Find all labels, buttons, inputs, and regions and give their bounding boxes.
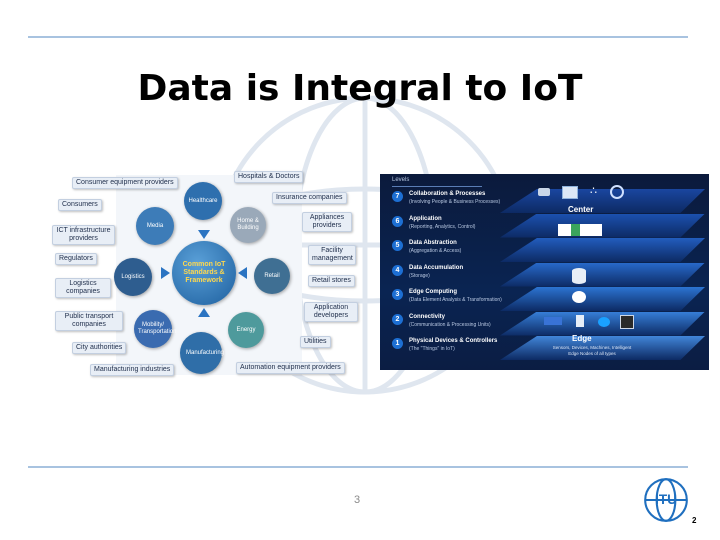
layer-row: 2 Connectivity(Communication & Processing… [380,313,709,336]
layer-row: 7 Collaboration & Processes (Involving Peo… [380,191,709,213]
database-icon [572,268,586,284]
layer-subtitle: (Storage) [409,272,430,279]
device-icon [544,317,562,325]
levels-header: Levels [392,177,410,183]
stakeholder-logistics-companies: Logistics companies [55,278,111,298]
layer-title: Collaboration & Processes [409,191,486,197]
domain-home-building: Home & Building [230,207,266,243]
arrow-icon [198,308,210,317]
layer-number: 5 [392,240,403,251]
layer-number: 2 [392,313,403,325]
layer-subtitle: (Aggregation & Access) [409,248,462,254]
layer-slab [500,262,705,287]
layer-number: 1 [392,338,403,349]
layer-title: Application [409,215,442,222]
stakeholder-public-transport-companies: Public transport companies [55,311,123,331]
stakeholder-regulators: Regulators [55,253,97,265]
layer-row: 3 Edge Computing (Data Element Analysis & … [380,289,709,311]
monitor-icon [562,186,578,199]
itu-logo-icon: ITU [644,478,688,522]
layer-title: Data Abstraction [409,240,457,246]
chart-icon [558,224,602,236]
stakeholder-appliances-providers: Appliances providers [302,212,352,232]
layer-number: 7 [392,191,403,202]
layer-title: Physical Devices & Controllers [409,338,498,344]
layer-slab [500,213,705,238]
domain-healthcare: Healthcare [184,182,222,220]
stakeholder-retail-stores: Retail stores [308,275,355,287]
stakeholder-insurance-companies: Insurance companies [272,192,347,204]
camera-icon [538,188,550,196]
stakeholder-manufacturing-industries: Manufacturing industries [90,364,175,376]
bottom-divider [28,466,688,468]
iot-ecosystem-diagram: Consumer equipment providers Hospitals &… [50,170,368,380]
arrow-icon [161,267,170,279]
layer-subtitle: (Data Element Analysis & Transformation) [409,297,502,303]
domain-media: Media [136,207,174,245]
slide-title: Data is Integral to IoT [137,68,583,109]
stakeholder-utilities: Utilities [300,336,331,348]
stakeholder-consumers: Consumers [58,199,102,211]
layer-subtitle: (Communication & Processing Units) [409,321,491,328]
iot-reference-model-diagram: Levels Center Edge Sensors, Devices, Mac… [380,174,709,370]
svg-text:ITU: ITU [655,492,677,507]
arrow-icon [198,230,210,239]
ipad-icon [620,315,634,329]
edge-sublabel: Sensors, Devices, Machines, Intelligent … [552,345,632,356]
layer-number: 3 [392,289,403,300]
layer-subtitle: (Reporting, Analytics, Control) [409,223,476,230]
slide-number: 2 [692,516,697,525]
stakeholder-city-authorities: City authorities [72,342,127,354]
domain-logistics: Logistics [114,258,152,296]
layer-number: 6 [392,215,403,227]
layer-row: 4 Data Accumulation(Storage) [380,264,709,287]
layer-slab [500,189,705,213]
top-divider [28,36,688,38]
layer-slab [500,336,705,360]
stakeholder-consumer-equipment-providers: Consumer equipment providers [72,177,178,189]
domain-retail: Retail [254,258,290,294]
stakeholder-application-developers: Application developers [304,302,358,322]
hub-common-iot-standards: Common IoT Standards & Framework [172,241,236,305]
layer-title: Connectivity [409,313,446,320]
domain-energy: Energy [228,312,264,348]
layer-number: 4 [392,264,403,276]
sensor-icon [576,315,584,327]
cloud-icon [572,291,586,303]
stakeholder-automation-equipment-providers: Automation equipment providers [236,362,345,374]
layer-slab [500,238,705,262]
layer-slab [500,287,705,311]
domain-manufacturing: Manufacturing [180,332,224,374]
layer-title: Data Accumulation [409,264,464,271]
layer-row: 1 Physical Devices & Controllers (The "Thi… [380,338,709,360]
domain-mobility-transportation: Mobility/ Transportation [134,310,176,348]
page-number: 3 [354,494,361,506]
layer-subtitle: (The "Things" in IoT) [409,346,455,352]
header-rule [392,186,482,187]
layer-row: 5 Data Abstraction (Aggregation & Access) [380,240,709,262]
router-icon [598,317,610,327]
arrow-icon [238,267,247,279]
stakeholder-ict-infrastructure-providers: ICT infrastructure providers [52,225,115,245]
layer-row: 6 Application(Reporting, Analytics, Contr… [380,215,709,238]
stakeholder-facility-management: Facility management [308,245,356,265]
layer-subtitle: (Involving People & Business Processes) [409,199,501,205]
share-icon: ∴ [590,185,597,197]
stakeholder-hospitals-doctors: Hospitals & Doctors [234,171,304,183]
edge-label: Edge [572,334,592,343]
layer-title: Edge Computing [409,289,457,295]
center-label: Center [568,205,594,214]
globe-icon [610,185,624,199]
